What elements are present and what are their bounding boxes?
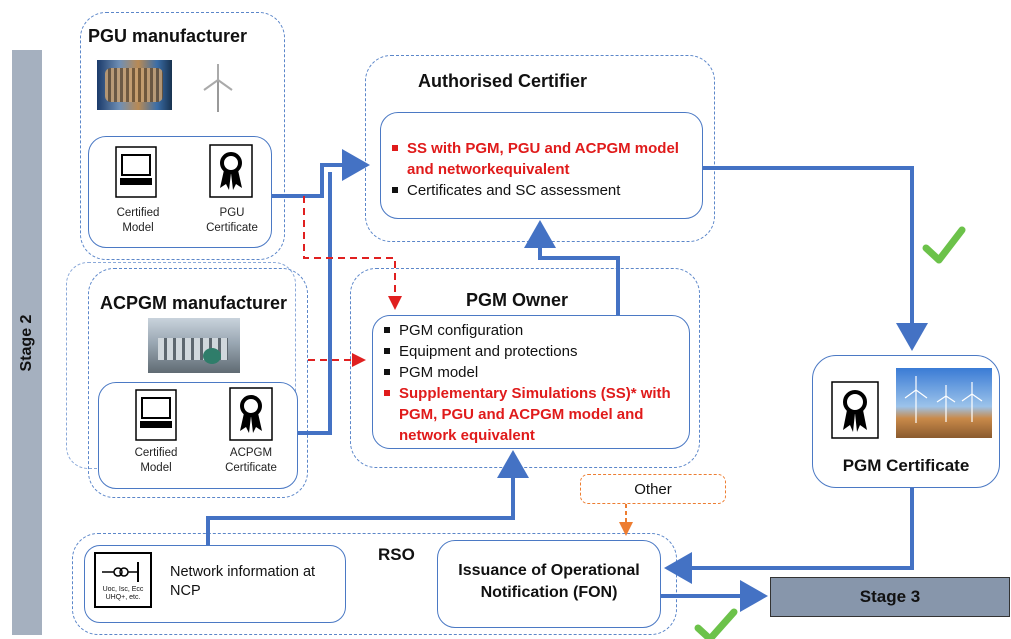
computer-icon [115,146,157,198]
owner-item: PGM configuration [381,320,686,341]
pgu-model-caption: Certified Model [108,206,168,236]
pgu-cert-caption: PGU Certificate [200,206,264,236]
certifier-to-pgm-cert-arrow [703,166,928,351]
pgu-turbine-photo [97,60,172,110]
caption-line: Model [140,462,172,474]
wind-turbine-icon [203,64,233,112]
pgm-owner-box: PGM configuration Equipment and protecti… [372,315,690,449]
certifier-item-certificates: Certificates and SC assessment [389,180,694,201]
fon-text: Issuance of Operational Notification (FO… [458,562,640,601]
caption-line: ACPGM [229,447,273,459]
rso-group [72,533,677,635]
acpgm-manufacturer-group [88,268,308,498]
stage-2-bar: Stage 2 [12,50,42,635]
stage-3-box: Stage 3 [770,577,1010,617]
fon-box [437,540,661,628]
pgu-to-owner-dashed-arrow [303,196,402,310]
stage-3-label: Stage 3 [859,587,921,606]
check-icon [694,608,738,639]
owner-item-ss: Supplementary Simulations (SS)* with PGM… [381,383,686,446]
rso-title: RSO [378,545,415,564]
other-box: Other [580,474,726,504]
other-label: Other [634,480,672,498]
acpgm-cert-caption: ACPGM Certificate [216,446,286,476]
acpgm-model-caption: Certified Model [126,446,186,476]
network-info-text: Network information at NCP [170,564,316,599]
acpgm-substation-photo [148,318,240,373]
certificate-icon [229,387,273,441]
pgu-manufacturer-group [80,12,285,260]
network-symbol-text: Uoc, Isc, Ecc UHQ+, etc. [94,586,152,602]
pgm-certificate-title: PGM Certificate [842,456,970,475]
certificate-icon [209,144,253,198]
symbol-text-line: UHQ+, etc. [105,594,141,601]
pgm-owner-title: PGM Owner [466,290,569,310]
caption-line: Certified [134,447,178,459]
caption-line: Certified [116,207,160,219]
caption-line: PGU [219,207,245,219]
computer-icon [135,389,177,441]
wind-farm-photo [896,368,992,438]
check-icon [922,226,966,264]
acpgm-to-certifier-arrow [298,172,332,435]
owner-to-certifier-arrow [524,220,620,315]
acpgm-manufacturer-title: ACPGM manufacturer [100,293,288,313]
pgm-cert-to-fon-arrow [664,488,914,584]
caption-line: Model [122,222,154,234]
wind-turbines-icon [904,376,983,423]
certifier-title: Authorised Certifier [418,71,588,91]
caption-line: Certificate [206,222,258,234]
certificate-icon [831,381,879,439]
owner-item: PGM model [381,362,686,383]
pgu-to-certifier-arrow [272,149,370,198]
pgm-owner-list: PGM configuration Equipment and protecti… [381,320,686,446]
ss-label: SS [407,140,428,157]
certifier-box: SS with PGM, PGU and ACPGM model and net… [380,112,703,219]
rso-to-owner-arrow [206,450,529,545]
ss-text: with PGM, PGU and ACPGM model and networ… [407,140,679,178]
owner-item: Equipment and protections [381,341,686,362]
certifier-item-ss: SS with PGM, PGU and ACPGM model and net… [389,138,694,180]
symbol-text-line: Uoc, Isc, Ecc [102,586,144,593]
certifier-list: SS with PGM, PGU and ACPGM model and net… [389,138,694,201]
pgu-manufacturer-title: PGU manufacturer [88,26,248,46]
caption-line: Certificate [225,462,277,474]
network-symbol-icon [94,552,152,608]
